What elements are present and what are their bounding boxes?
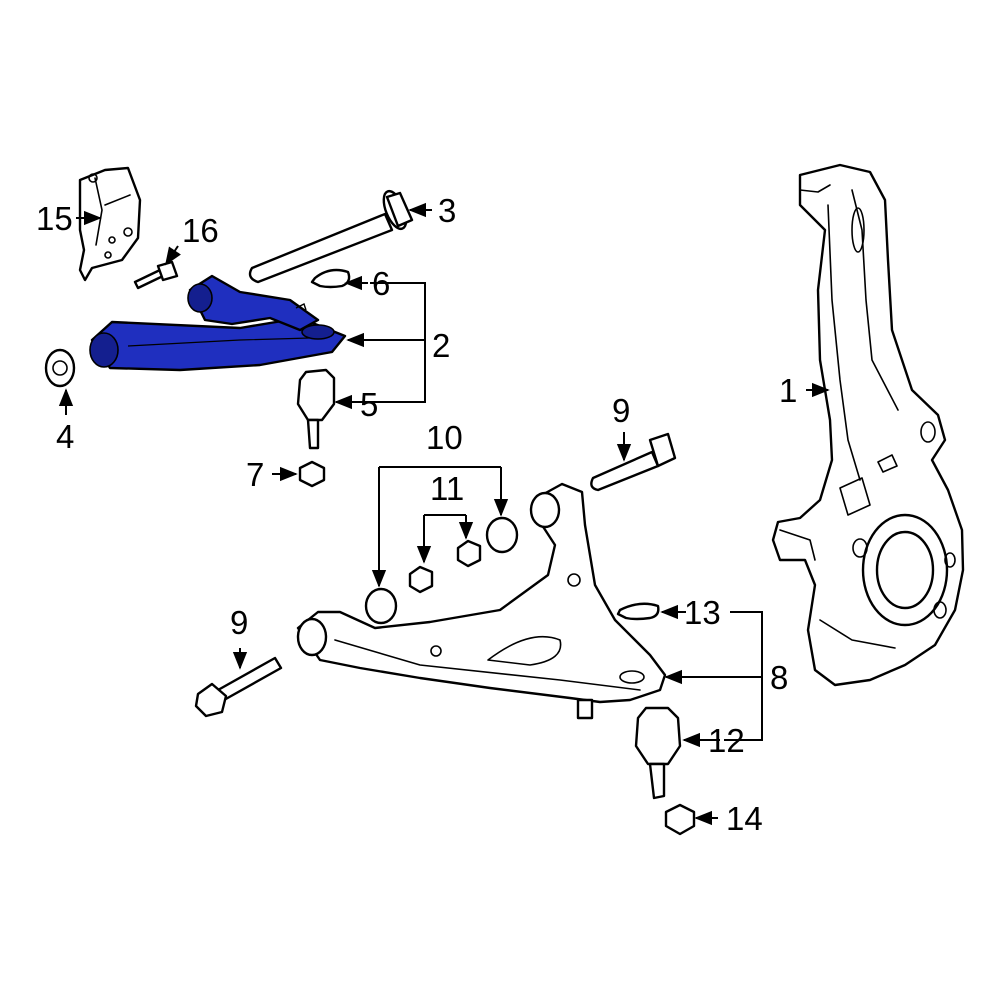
long-bolt[interactable]: [248, 188, 414, 284]
callout-13: 13: [684, 594, 721, 631]
callout-2: 2: [432, 327, 450, 364]
steering-knuckle[interactable]: [771, 163, 965, 687]
callout-4: 4: [56, 418, 74, 455]
ball-joint-nut-lower[interactable]: [664, 803, 696, 836]
callout-9-upper: 9: [612, 392, 630, 429]
cam-washer-right[interactable]: [485, 516, 519, 554]
cam-bolt-upper[interactable]: [590, 432, 677, 492]
cam-washer-left[interactable]: [364, 587, 398, 625]
callout-11: 11: [430, 470, 464, 507]
lower-ball-joint[interactable]: [634, 706, 682, 800]
upper-control-arm[interactable]: [89, 274, 347, 372]
cam-bolt-lower[interactable]: [194, 656, 283, 718]
retaining-clip-upper[interactable]: [310, 268, 351, 289]
callout-1: 1: [779, 372, 797, 409]
callout-15: 15: [36, 200, 73, 237]
ball-joint-nut-upper[interactable]: [298, 460, 326, 488]
flange-nut[interactable]: [44, 348, 76, 388]
callout-12: 12: [708, 722, 745, 759]
lower-control-arm[interactable]: [296, 482, 667, 720]
shield-bracket[interactable]: [78, 166, 142, 282]
cam-nut-left[interactable]: [408, 565, 434, 594]
callout-3: 3: [438, 192, 456, 229]
callout-7: 7: [246, 456, 264, 493]
callout-14: 14: [726, 800, 763, 837]
leader-lines: [58, 202, 830, 826]
callout-6: 6: [372, 265, 390, 302]
cam-nut-right[interactable]: [456, 539, 482, 568]
callout-5: 5: [360, 386, 378, 423]
upper-ball-joint[interactable]: [296, 368, 336, 450]
retaining-clip-lower[interactable]: [616, 602, 660, 621]
callout-9-lower: 9: [230, 604, 248, 641]
callout-8: 8: [770, 659, 788, 696]
small-bolt[interactable]: [133, 260, 179, 290]
callout-10: 10: [426, 419, 463, 456]
callout-16: 16: [182, 212, 219, 249]
